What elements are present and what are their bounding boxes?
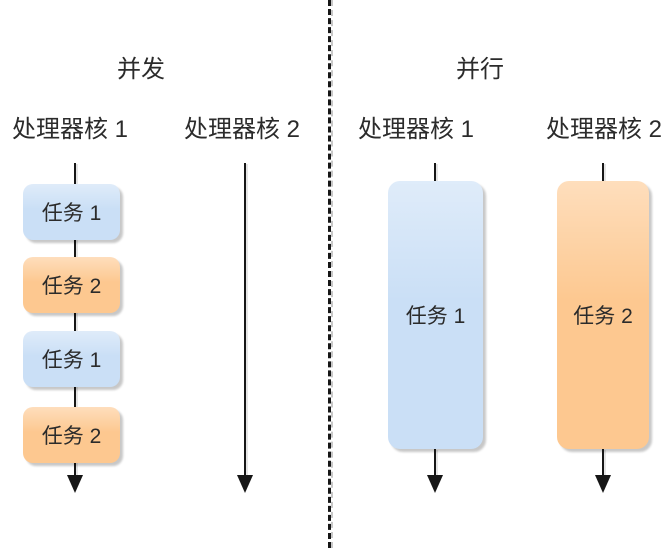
right-core2-timeline-bottom — [602, 449, 604, 476]
task-box: 任务 1 — [23, 184, 120, 240]
right-core1-timeline-top — [434, 163, 436, 182]
parallelism-title: 并行 — [456, 56, 504, 83]
right-core1-label: 处理器核 1 — [357, 116, 475, 143]
arrow-down-icon — [67, 475, 83, 493]
left-core1-timeline — [74, 163, 76, 476]
arrow-down-icon — [237, 475, 253, 493]
arrow-down-icon — [427, 475, 443, 493]
arrow-down-icon — [595, 475, 611, 493]
right-core2-timeline-top — [602, 163, 604, 182]
right-core2-label: 处理器核 2 — [545, 116, 663, 143]
divider-shadow — [331, 0, 333, 548]
concurrency-title: 并发 — [117, 56, 165, 83]
left-core2-timeline — [244, 163, 246, 476]
task-box: 任务 2 — [557, 181, 649, 449]
left-core2-label: 处理器核 2 — [183, 116, 301, 143]
left-core1-label: 处理器核 1 — [11, 116, 129, 143]
task-box: 任务 1 — [23, 331, 120, 387]
right-core1-timeline-bottom — [434, 449, 436, 476]
task-box: 任务 2 — [23, 407, 120, 463]
task-box: 任务 2 — [23, 257, 120, 313]
task-box: 任务 1 — [388, 181, 483, 449]
dashed-divider — [328, 0, 331, 548]
